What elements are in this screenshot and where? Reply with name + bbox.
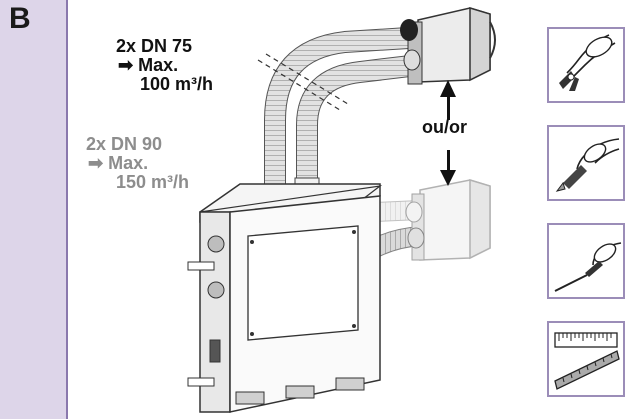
utility-knife-icon [555, 138, 620, 192]
tool-frame-ruler [547, 321, 625, 397]
tool-frame-screwdriver [547, 223, 625, 299]
ventilation-unit [187, 183, 383, 413]
dn90-flow-rate: 150 m³/h [116, 172, 190, 192]
tool-frame-cutters [547, 27, 625, 103]
installation-illustration [187, 6, 496, 413]
dn90-title: 2x DN 90 [86, 134, 163, 154]
step-letter: B [9, 2, 31, 35]
side-cutters-icon [559, 34, 616, 91]
alternative-arrows [440, 80, 456, 186]
alternative-label: ou/or [422, 117, 467, 137]
dn75-max-label: ➡ Max. [118, 55, 179, 75]
step-sidebar: B [0, 0, 68, 419]
lower-outlet-box-alternative [370, 178, 491, 261]
screwdriver-icon [554, 242, 622, 292]
ruler-icon [554, 332, 620, 390]
upper-outlet-box [400, 6, 496, 85]
dn75-title: 2x DN 75 [116, 36, 193, 56]
dn75-flow-rate: 100 m³/h [140, 74, 214, 94]
upper-flexible-ducts [257, 27, 412, 200]
dn90-max-label: ➡ Max. [88, 153, 149, 173]
tool-frame-knife [547, 125, 625, 201]
